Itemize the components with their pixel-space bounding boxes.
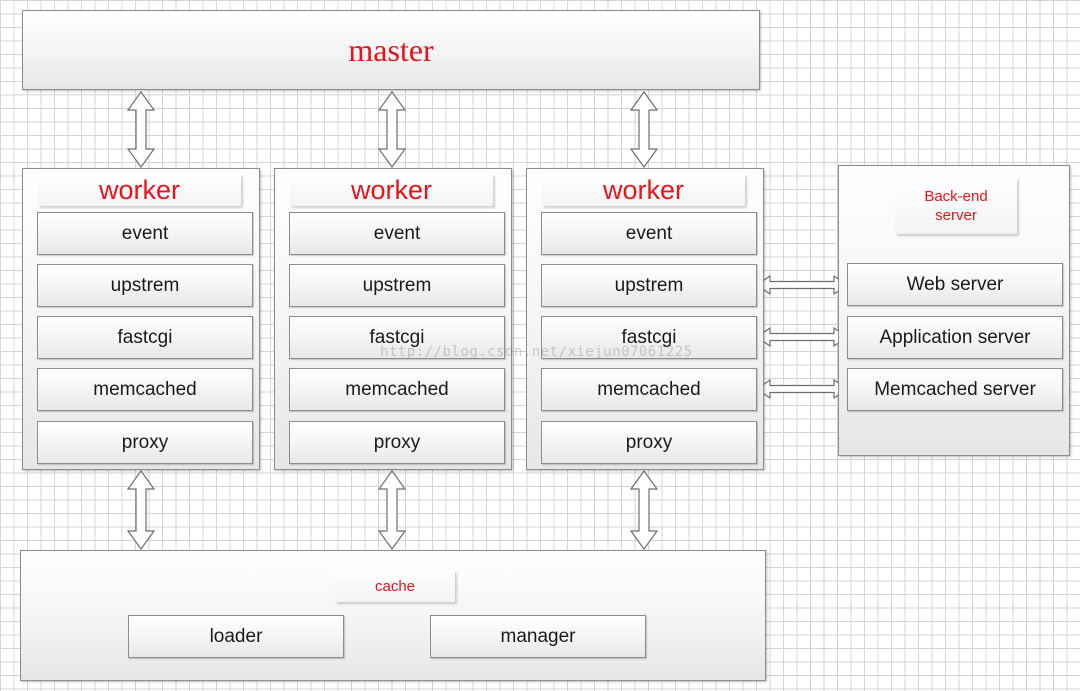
module-upstrem: upstrem — [541, 264, 757, 307]
fastcgi-appserver-arrow — [755, 326, 849, 348]
watermark-url: http://blog.csdn.net/xiejun07061225 — [380, 344, 693, 360]
worker-box-1: worker event upstrem fastcgi memcached p… — [22, 168, 260, 470]
memcached-memcachedserver-arrow — [755, 378, 849, 400]
worker-3-cache-arrow — [629, 469, 659, 551]
module-proxy: proxy — [541, 421, 757, 464]
master-worker-2-arrow — [377, 90, 407, 169]
cache-loader: loader — [128, 615, 344, 658]
module-fastcgi: fastcgi — [541, 316, 757, 359]
module-upstrem: upstrem — [37, 264, 253, 307]
module-fastcgi: fastcgi — [289, 316, 505, 359]
module-memcached: memcached — [541, 368, 757, 411]
cache-manager: manager — [430, 615, 646, 658]
cache-title: cache — [335, 571, 455, 602]
memcached-server: Memcached server — [847, 368, 1063, 411]
master-box: master — [22, 10, 760, 90]
module-event: event — [289, 212, 505, 255]
web-server: Web server — [847, 263, 1063, 306]
backend-box: Back-end server Web server Application s… — [838, 165, 1070, 456]
application-server: Application server — [847, 316, 1063, 359]
worker-title: worker — [542, 174, 745, 206]
master-worker-3-arrow — [629, 90, 659, 169]
worker-1-cache-arrow — [126, 469, 156, 551]
cache-box: cache loader manager — [20, 550, 766, 681]
upstrem-webserver-arrow — [755, 274, 849, 296]
module-memcached: memcached — [289, 368, 505, 411]
worker-box-2: worker event upstrem fastcgi memcached p… — [274, 168, 512, 470]
worker-title: worker — [290, 174, 493, 206]
module-proxy: proxy — [37, 421, 253, 464]
master-worker-1-arrow — [126, 90, 156, 169]
worker-box-3: worker event upstrem fastcgi memcached p… — [526, 168, 764, 470]
module-event: event — [541, 212, 757, 255]
worker-title: worker — [38, 174, 241, 206]
master-title: master — [348, 31, 434, 68]
module-fastcgi: fastcgi — [37, 316, 253, 359]
module-event: event — [37, 212, 253, 255]
module-memcached: memcached — [37, 368, 253, 411]
module-upstrem: upstrem — [289, 264, 505, 307]
module-proxy: proxy — [289, 421, 505, 464]
worker-2-cache-arrow — [377, 469, 407, 551]
backend-title: Back-end server — [895, 178, 1017, 234]
